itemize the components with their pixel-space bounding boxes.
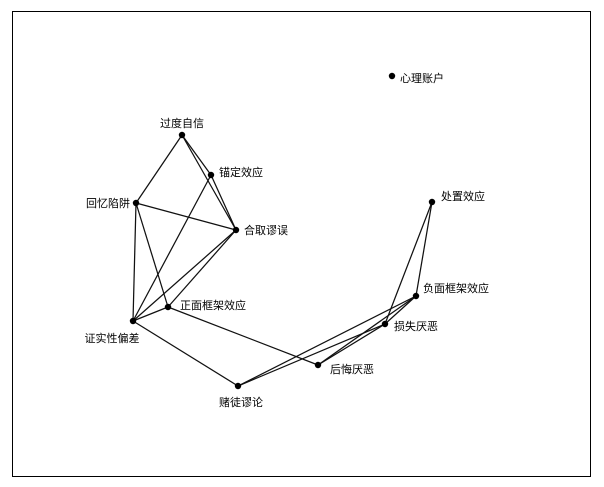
edge-regret-negative-framing	[317, 295, 417, 366]
edge-confirmation-gambler	[132, 320, 239, 387]
node-label: 锚定效应	[219, 165, 263, 179]
node-dot	[428, 198, 436, 206]
edge-loss-negative-framing	[384, 295, 417, 325]
edge-negative-framing-disposition	[415, 201, 433, 297]
node-conjunction: 合取谬误	[232, 223, 288, 237]
node-label: 负面框架效应	[423, 281, 489, 295]
node-label: 心理账户	[400, 71, 444, 85]
node-dot	[381, 320, 389, 328]
node-label: 赌徒谬论	[219, 395, 263, 409]
node-dot	[164, 303, 172, 311]
node-confirmation: 证实性偏差	[85, 317, 140, 345]
node-mental-accounting: 心理账户	[388, 71, 444, 85]
node-disposition: 处置效应	[428, 189, 485, 206]
node-overconfidence: 过度自信	[160, 116, 204, 139]
edge-overconfidence-conjunction	[181, 134, 237, 231]
node-dot	[314, 361, 322, 369]
node-dot	[232, 226, 240, 234]
node-loss: 损失厌恶	[381, 319, 438, 333]
node-gambler: 赌徒谬论	[219, 382, 263, 409]
node-label: 证实性偏差	[85, 331, 140, 345]
node-dot	[207, 171, 215, 179]
edge-recall-confirmation	[132, 202, 137, 322]
node-label: 过度自信	[160, 116, 204, 130]
node-label: 处置效应	[441, 189, 485, 203]
node-anchoring: 锚定效应	[207, 165, 263, 179]
node-dot	[132, 199, 140, 207]
node-dot	[412, 292, 420, 300]
node-label: 回忆陷阱	[86, 196, 130, 210]
node-label: 后悔厌恶	[330, 362, 374, 376]
node-label: 损失厌恶	[394, 319, 438, 333]
edges-layer	[132, 134, 433, 387]
node-label: 正面框架效应	[180, 298, 246, 312]
edge-recall-positive-framing	[135, 202, 169, 308]
edge-anchoring-conjunction	[210, 174, 237, 231]
edge-conjunction-confirmation	[132, 229, 237, 322]
edge-overconfidence-recall	[135, 134, 183, 204]
edge-anchoring-confirmation	[132, 174, 212, 322]
edge-loss-disposition	[384, 201, 433, 325]
edge-positive-framing-regret	[167, 306, 319, 366]
node-regret: 后悔厌恶	[314, 361, 374, 376]
node-dot	[129, 317, 137, 325]
node-recall: 回忆陷阱	[86, 196, 140, 210]
node-positive-framing: 正面框架效应	[164, 298, 246, 312]
edge-regret-loss	[317, 323, 386, 366]
node-dot	[388, 72, 396, 80]
edge-confirmation-positive-framing	[132, 306, 169, 322]
diagram-border	[12, 11, 591, 477]
node-negative-framing: 负面框架效应	[412, 281, 489, 300]
node-label: 合取谬误	[244, 223, 288, 237]
edge-overconfidence-anchoring	[181, 134, 212, 176]
node-dot	[234, 382, 242, 390]
edge-conjunction-positive-framing	[167, 229, 237, 308]
edge-gambler-negative-framing	[237, 295, 417, 387]
edge-recall-conjunction	[135, 202, 237, 231]
node-dot	[178, 131, 186, 139]
